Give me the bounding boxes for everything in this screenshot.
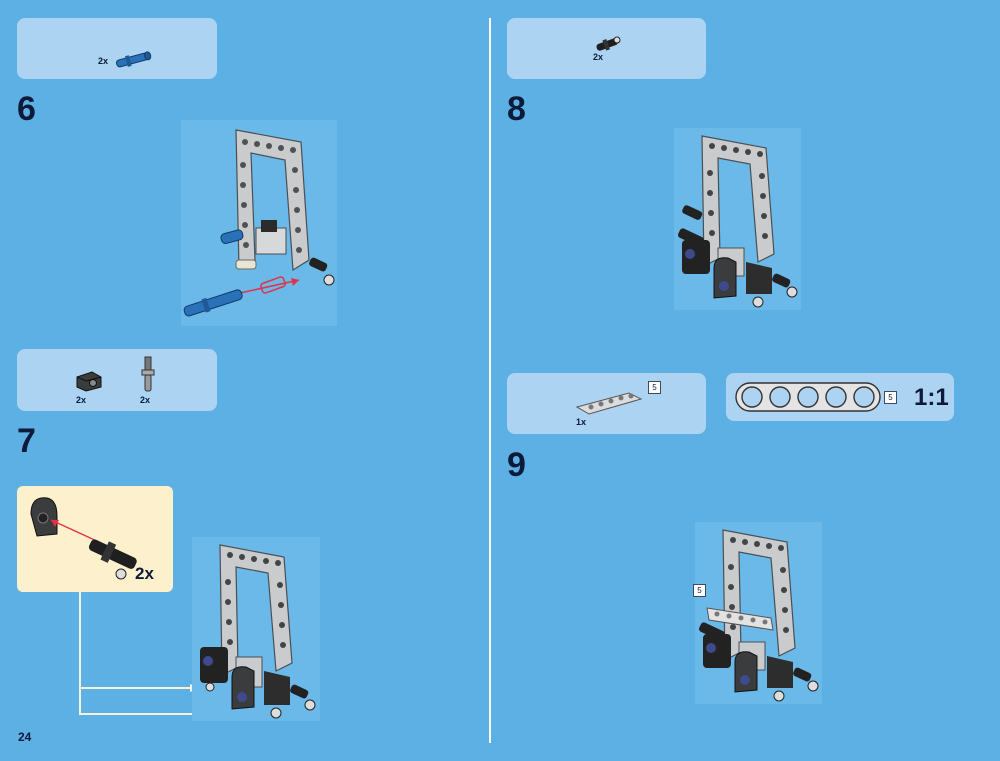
scale-label: 1:1 (914, 384, 949, 411)
step-9-part-qty: 1x (576, 417, 587, 427)
step-8-parts-callout: 2x (507, 18, 706, 79)
step-6-build-scene (181, 120, 337, 326)
step-6-parts-callout: 2x (17, 18, 217, 79)
blue-axle-pin-icon (116, 51, 152, 68)
step-9-number: 9 (507, 446, 526, 484)
step-7-parts-callout: 2x 2x (17, 349, 217, 411)
step-7-part-2-qty: 2x (140, 395, 151, 405)
step-7-part-1-qty: 2x (76, 395, 87, 405)
beam-5-scale-icon (735, 382, 881, 412)
step-7-subassembly-qty: 2x (135, 564, 154, 583)
step-6-number: 6 (17, 90, 36, 128)
step-8-number: 8 (507, 90, 526, 128)
black-pin-icon (596, 36, 621, 51)
step-9-build-scene (695, 522, 822, 704)
step-9-parts-callout: 5 1x (507, 373, 706, 434)
step-7-model-image (200, 544, 316, 719)
step-9-model-image (698, 529, 819, 702)
scale-reference-callout: 5 1:1 (726, 373, 954, 421)
page-number: 24 (18, 730, 32, 744)
step-6-part-qty: 2x (98, 56, 109, 66)
step-8-part-qty: 2x (593, 52, 604, 62)
gray-beam-5-icon (575, 392, 643, 415)
black-connector-block-icon (76, 371, 102, 392)
step-7-subassembly-image (30, 497, 137, 580)
page-divider (489, 18, 491, 743)
step-7-subassembly-box: 2x (17, 486, 173, 592)
step-9-part-length-badge: 5 (648, 381, 661, 394)
step-8-build-scene (674, 128, 801, 310)
scale-length-badge: 5 (884, 391, 897, 404)
step-6-model-image (183, 129, 335, 317)
step-7-build-scene (192, 537, 320, 721)
step-8-model-image (677, 135, 798, 308)
step-7-number: 7 (17, 422, 36, 460)
step-9-assembly-length-badge: 5 (693, 584, 706, 597)
gray-axle-pin-icon (141, 356, 155, 392)
